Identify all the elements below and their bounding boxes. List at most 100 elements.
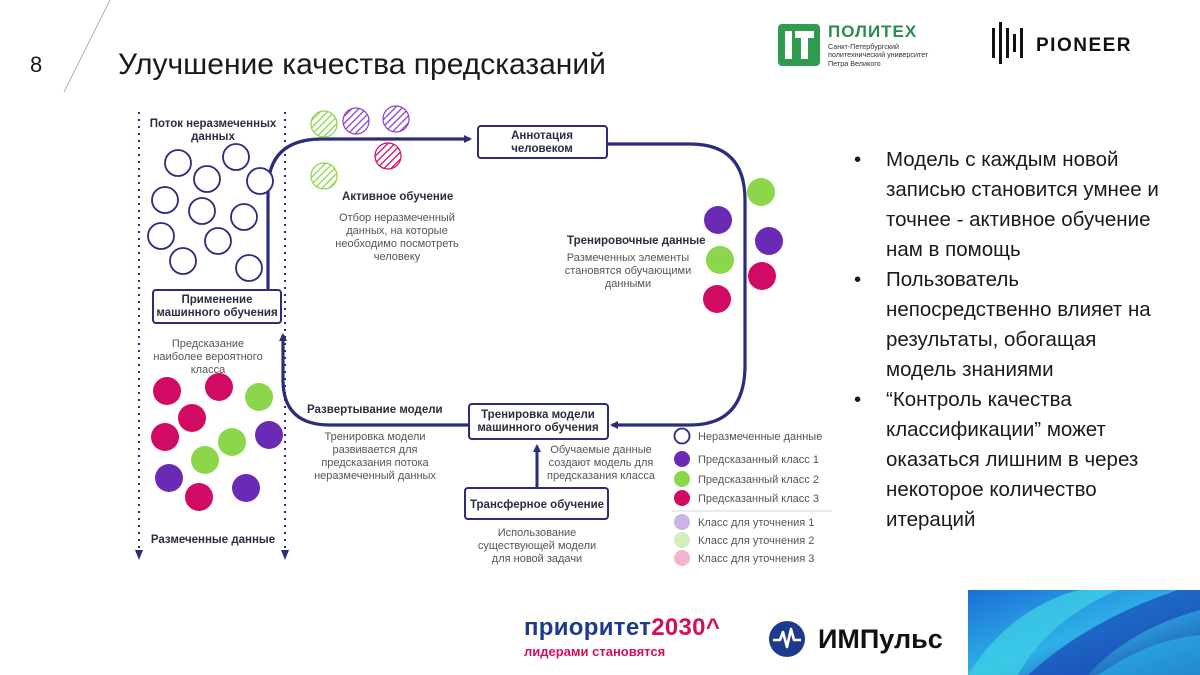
active-desc-2: данных, на которые [346, 225, 447, 237]
training-circles [703, 178, 783, 313]
right-arrowhead [281, 550, 289, 560]
predicted-circles [151, 373, 283, 511]
legend-swatch-refine1 [674, 514, 690, 530]
slide-title: Улучшение качества предсказаний [118, 48, 606, 81]
training-box [468, 403, 609, 440]
refine-circle-purple [342, 107, 370, 135]
trained-desc-1: Обучаемые данные [550, 444, 651, 456]
legend-label-refine3: Класс для уточнения 3 [698, 553, 814, 565]
legend: Неразмеченные данные Предсказанный класс… [672, 427, 832, 566]
pioneer-logo-mark [992, 22, 1023, 64]
unlabeled-circle [222, 143, 250, 171]
bullet-item: Модель с каждым новой записью становится… [852, 145, 1172, 265]
ml-apply-label-1: Применение [181, 294, 252, 306]
predicted-circle-purple [155, 464, 183, 492]
refine-circle-green [310, 162, 338, 190]
stream-label-1: Поток неразмеченных [150, 118, 277, 130]
train-data-desc-1: Размеченных элементы [567, 252, 689, 264]
politech-sub-1: Санкт-Петербургский [828, 42, 899, 51]
legend-label-unlabeled: Неразмеченные данные [698, 431, 822, 443]
transfer-label: Трансферное обучение [470, 499, 604, 511]
active-learning-diagram: Поток неразмеченных данных Размеченные д… [135, 105, 832, 566]
unlabeled-circle [164, 149, 192, 177]
deploy-desc-3: предсказания потока [321, 457, 429, 469]
politech-logo-mark [778, 24, 820, 66]
title-divider [63, 0, 111, 93]
pioneer-wordmark: PIONEER [1036, 35, 1133, 56]
legend-label-class1: Предсказанный класс 1 [698, 454, 819, 466]
annotation-box [477, 125, 608, 159]
predicted-circle-magenta [153, 377, 181, 405]
active-desc-3: необходимо посмотреть [335, 238, 459, 250]
politech-logo: ПОЛИТЕХ Санкт-Петербургский политехничес… [778, 22, 938, 70]
slide-number: 8 [30, 52, 43, 77]
legend-label-class3: Предсказанный класс 3 [698, 493, 819, 505]
refine-circle-green [310, 110, 338, 138]
legend-swatch-class1 [674, 451, 690, 467]
loop-path-bottom [279, 333, 470, 427]
impulse-wordmark: ИМПульс [818, 624, 943, 654]
unlabeled-circle [169, 247, 197, 275]
training-circle-green [747, 178, 775, 206]
deploy-title: Развертывание модели [307, 404, 443, 416]
prediction-desc-3: класса [191, 364, 226, 376]
unlabeled-circle [193, 165, 221, 193]
deploy-desc-1: Тренировка модели [324, 431, 425, 443]
train-data-desc-2: становятся обучающими [565, 265, 692, 277]
legend-swatch-refine2 [674, 532, 690, 548]
priority-wordmark: приоритет2030^ [524, 614, 720, 642]
predicted-circle-green [245, 383, 273, 411]
legend-swatch-refine3 [674, 550, 690, 566]
loop-path-right [608, 142, 747, 429]
corner-decoration [968, 590, 1200, 675]
unlabeled-circle [246, 167, 274, 195]
predicted-circle-magenta [205, 373, 233, 401]
stream-label-2: данных [191, 131, 235, 143]
bullet-list: Модель с каждым новой записью становится… [852, 145, 1172, 535]
pioneer-logo: PIONEER [990, 22, 1180, 64]
priority-tagline: лидерами становятся [524, 644, 666, 659]
bullet-item: “Контроль качества классификации” может … [852, 385, 1172, 535]
politech-subtitle: Санкт-Петербургский политехнический унив… [828, 42, 948, 68]
impulse-logo-mark [769, 621, 805, 657]
legend-swatch-class2 [674, 471, 690, 487]
unlabeled-circle [230, 203, 258, 231]
prediction-desc-2: наиболее вероятного [153, 351, 262, 363]
legend-swatch-class3 [674, 490, 690, 506]
unlabeled-circle [147, 222, 175, 250]
unlabeled-circle [188, 197, 216, 225]
politech-sub-2: политехнический университет [828, 50, 929, 60]
training-circle-purple [704, 206, 732, 234]
left-arrowhead [135, 550, 143, 560]
transfer-box [464, 487, 609, 520]
annotation-label-1: Аннотация [511, 130, 573, 142]
training-circle-purple [755, 227, 783, 255]
active-learning-title: Активное обучение [342, 191, 453, 203]
train-data-desc-3: данными [605, 278, 651, 290]
training-circle-magenta [748, 262, 776, 290]
trained-desc-2: создают модель для [549, 457, 654, 469]
ml-apply-box [152, 289, 282, 324]
priority-2030-logo: приоритет2030^ лидерами становятся [524, 614, 720, 659]
politech-sub-3: Петра Великого [828, 58, 881, 68]
prediction-desc-1: Предсказание [172, 338, 244, 350]
politech-name: ПОЛИТЕХ [828, 22, 918, 41]
unlabeled-circle [235, 254, 263, 282]
trained-desc-3: предсказания класса [547, 470, 656, 482]
unlabeled-circle [151, 186, 179, 214]
legend-label-refine1: Класс для уточнения 1 [698, 517, 814, 529]
labeled-data-label: Размеченные данные [151, 534, 275, 546]
legend-label-class2: Предсказанный класс 2 [698, 474, 819, 486]
training-label-2: машинного обучения [477, 422, 598, 434]
training-circle-magenta [703, 285, 731, 313]
predicted-circle-purple [255, 421, 283, 449]
priority-text: приоритет [524, 614, 652, 641]
ml-apply-label-2: машинного обучения [156, 307, 277, 319]
predicted-circle-purple [232, 474, 260, 502]
priority-year: 2030^ [651, 614, 721, 641]
predicted-circle-magenta [178, 404, 206, 432]
annotation-label-2: человеком [511, 143, 573, 155]
predicted-circle-magenta [151, 423, 179, 451]
transfer-desc-1: Использование [498, 527, 577, 539]
unlabeled-circle [204, 227, 232, 255]
